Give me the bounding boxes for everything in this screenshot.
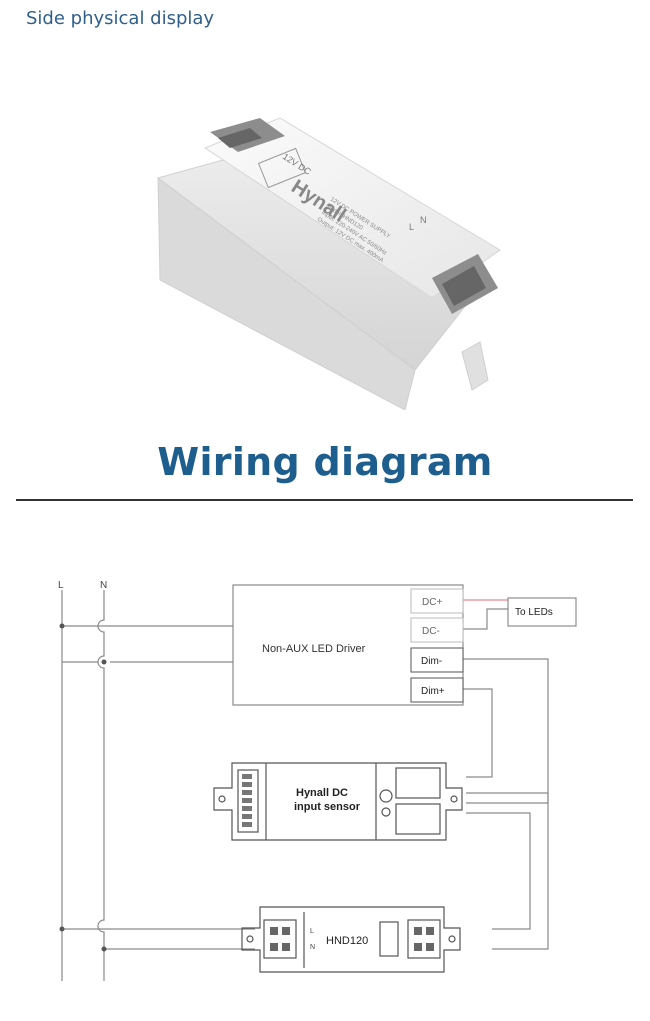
terminal-dc-minus: DC- <box>422 626 440 637</box>
terminal-dc-plus: DC+ <box>422 597 442 608</box>
terminal-dim-minus: Dim- <box>421 656 442 667</box>
driver-box <box>232 584 464 706</box>
wiring-title: Wiring diagram <box>157 440 493 484</box>
mount-tab <box>461 341 489 391</box>
sensor-device <box>213 762 463 841</box>
wiring-diagram: L N Non-AUX LED Driver DC+ DC- Dim- Dim+… <box>58 580 577 981</box>
mains-label-l: L <box>58 580 64 591</box>
sensor-label-line2: input sensor <box>294 801 361 813</box>
psu-label: HND120 <box>326 935 368 947</box>
psu-mark-l: L <box>310 928 314 935</box>
psu-mark-n: N <box>310 944 315 951</box>
to-leds-box <box>507 597 577 627</box>
product-mark-l: L <box>409 222 414 232</box>
to-leds-label: To LEDs <box>515 607 553 618</box>
line-n-wire <box>97 590 105 981</box>
title-divider <box>16 499 633 501</box>
product-mark-n: N <box>420 215 427 225</box>
section-label: Side physical display <box>26 8 215 29</box>
psu-side-face <box>157 176 416 410</box>
psu-device <box>241 906 461 973</box>
product-photo: Hynall 12V DC 12V DC POWER SUPPLY Model:… <box>156 117 501 410</box>
terminal-dim-plus: Dim+ <box>421 686 445 697</box>
sensor-label-line1: Hynall DC <box>296 787 348 799</box>
mains-label-n: N <box>100 580 107 591</box>
driver-label: Non-AUX LED Driver <box>262 643 366 655</box>
